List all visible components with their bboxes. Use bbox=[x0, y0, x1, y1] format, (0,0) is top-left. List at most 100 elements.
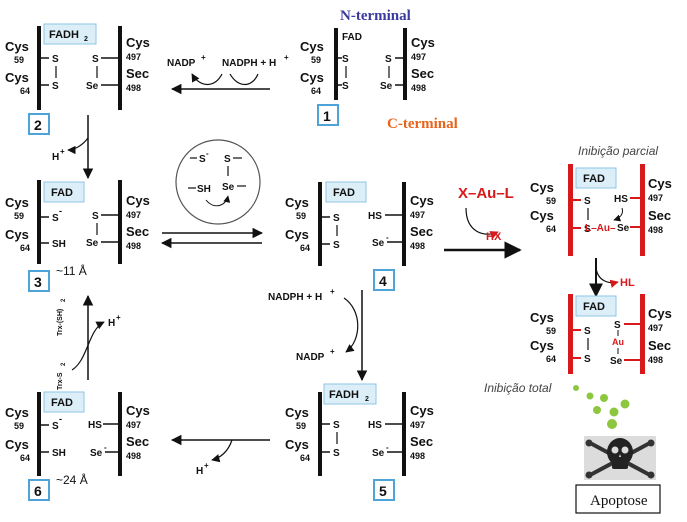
s-atom: S bbox=[614, 320, 621, 331]
cys59-label: Cys bbox=[300, 39, 324, 54]
state-4: FAD Cys 59 Cys 64 S S HS Se - Cys 497 Se… bbox=[285, 181, 434, 291]
total-inhibition-complex: FAD Cys 59 Cys 64 S S S Au Se Cys 497 Se… bbox=[530, 294, 672, 374]
n498-label: 498 bbox=[410, 241, 425, 251]
svg-text:-: - bbox=[104, 443, 107, 452]
n498-label: 498 bbox=[648, 225, 663, 235]
n64-label: 64 bbox=[546, 354, 556, 364]
hs-atom: HS bbox=[368, 211, 382, 222]
hx-label: HX bbox=[486, 231, 502, 243]
n498-label: 498 bbox=[126, 241, 141, 251]
apoptose-label: Apoptose bbox=[590, 493, 648, 509]
s-atom: S bbox=[52, 213, 59, 224]
nadp-label: NADP bbox=[167, 58, 196, 69]
state-number: 3 bbox=[34, 274, 42, 290]
n498-label: 498 bbox=[411, 83, 426, 93]
n64-label: 64 bbox=[20, 453, 30, 463]
s-atom: S bbox=[385, 54, 392, 65]
selenolate-inset: S - S SH Se bbox=[175, 139, 261, 225]
state-number: 2 bbox=[34, 117, 42, 133]
h-plus-label: H bbox=[108, 318, 115, 329]
cys59-label: Cys bbox=[530, 180, 554, 195]
skull-crossbones-icon bbox=[584, 436, 656, 480]
cys497-label: Cys bbox=[410, 403, 434, 418]
n498-label: 498 bbox=[648, 355, 663, 365]
trx-s2-label: Trx-S bbox=[57, 372, 64, 390]
s-atom: S bbox=[584, 354, 591, 365]
state-1: FAD Cys 59 Cys 64 S S S Se Cys 497 Sec 4… bbox=[300, 28, 435, 126]
cys64-label: Cys bbox=[5, 437, 29, 452]
s-atom: S bbox=[342, 54, 349, 65]
svg-text:+: + bbox=[60, 147, 65, 156]
reagent-label: X–Au–L bbox=[458, 185, 514, 202]
svg-text:+: + bbox=[116, 313, 121, 322]
s-atom: S bbox=[333, 213, 340, 224]
cys497-label: Cys bbox=[648, 176, 672, 191]
s-atom: S bbox=[199, 154, 206, 165]
apoptose-box bbox=[575, 484, 661, 514]
se-atom: Se bbox=[372, 448, 385, 459]
s-atom: S bbox=[342, 81, 349, 92]
s-atom: S bbox=[92, 211, 99, 222]
cys497-label: Cys bbox=[126, 193, 150, 208]
cys59-label: Cys bbox=[5, 405, 29, 420]
s-atom: S bbox=[584, 326, 591, 337]
nadph-label: NADPH + H bbox=[222, 58, 276, 69]
cys59-label: Cys bbox=[530, 310, 554, 325]
cys64-label: Cys bbox=[300, 70, 324, 85]
cys59-label: Cys bbox=[285, 405, 309, 420]
s-atom: S bbox=[52, 54, 59, 65]
s-atom: S bbox=[92, 54, 99, 65]
state-number-box bbox=[28, 113, 50, 135]
cys64-label: Cys bbox=[5, 227, 29, 242]
svg-text:2: 2 bbox=[61, 298, 67, 302]
cys64-label: Cys bbox=[285, 227, 309, 242]
n497-label: 497 bbox=[648, 323, 663, 333]
n64-label: 64 bbox=[300, 453, 310, 463]
state-number-box bbox=[28, 270, 50, 292]
total-inhibition-label: Inibição total bbox=[484, 381, 552, 395]
n59-label: 59 bbox=[296, 421, 306, 431]
h-plus-label: H bbox=[52, 152, 59, 163]
svg-text:2: 2 bbox=[61, 362, 67, 366]
svg-text:-: - bbox=[386, 233, 389, 242]
s-atom: S bbox=[584, 196, 591, 207]
state-number-box bbox=[373, 269, 395, 291]
state-number-box bbox=[373, 479, 395, 501]
svg-text:-: - bbox=[59, 414, 62, 424]
distance-label: ~24 Å bbox=[56, 472, 88, 487]
sec-label: Sec bbox=[410, 224, 433, 239]
se-atom: Se bbox=[610, 356, 623, 367]
s-atom: S bbox=[224, 154, 231, 165]
se-atom: Se bbox=[86, 238, 99, 249]
s-atom: S bbox=[333, 448, 340, 459]
n497-label: 497 bbox=[126, 420, 141, 430]
n498-label: 498 bbox=[410, 451, 425, 461]
c-terminal-bar bbox=[403, 28, 407, 100]
svg-text:+: + bbox=[330, 347, 335, 356]
n59-label: 59 bbox=[546, 326, 556, 336]
n497-label: 497 bbox=[126, 52, 141, 62]
fad-label: FAD bbox=[333, 187, 355, 199]
state-5: FADH 2 Cys 59 Cys 64 S S HS Se - Cys 497… bbox=[285, 383, 434, 501]
n64-label: 64 bbox=[546, 224, 556, 234]
state-6: FAD Cys 59 Cys 64 S - SH HS Se - Cys 497… bbox=[5, 391, 150, 501]
sec-label: Sec bbox=[126, 66, 149, 81]
n59-label: 59 bbox=[14, 421, 24, 431]
svg-text:-: - bbox=[59, 206, 62, 216]
hs-atom: HS bbox=[368, 420, 382, 431]
n498-label: 498 bbox=[126, 83, 141, 93]
partial-inhibition-label: Inibição parcial bbox=[578, 144, 658, 158]
s-atom: S bbox=[52, 421, 59, 432]
fad-label: FAD bbox=[51, 397, 73, 409]
cys497-label: Cys bbox=[411, 35, 435, 50]
state-number: 5 bbox=[379, 483, 387, 499]
sec-label: Sec bbox=[648, 338, 671, 353]
fad-label: FAD bbox=[342, 32, 362, 43]
sec-label: Sec bbox=[648, 208, 671, 223]
se-atom: Se bbox=[90, 448, 103, 459]
se-atom: Se bbox=[617, 223, 630, 234]
s-atom: S bbox=[52, 81, 59, 92]
state-number: 1 bbox=[323, 108, 331, 124]
cys64-label: Cys bbox=[285, 437, 309, 452]
fadh2-label: FADH bbox=[329, 389, 359, 401]
